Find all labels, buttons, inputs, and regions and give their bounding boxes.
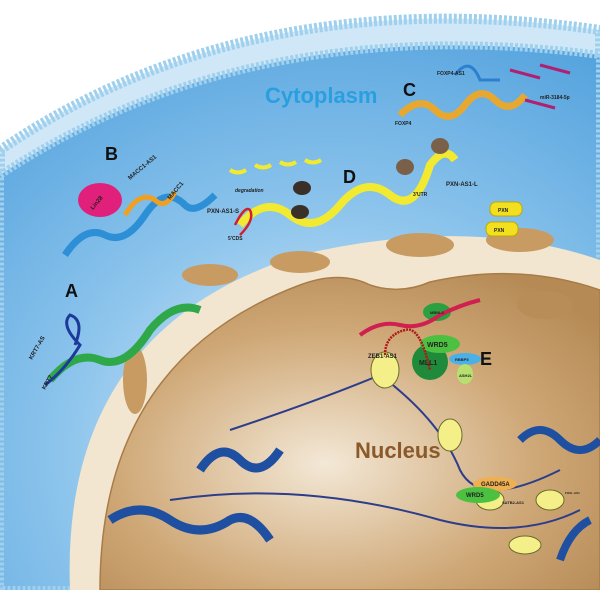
dna-helix	[107, 447, 284, 543]
wrd5-label: WRD5	[427, 342, 448, 349]
dna-helix-right	[517, 426, 600, 562]
panel-e-label: E	[480, 349, 492, 369]
foxp4-mrna	[397, 90, 528, 120]
nuclear-rna	[358, 298, 481, 337]
pxn-mrna	[236, 149, 459, 228]
foxp4-as1-label: FOXP4-AS1	[437, 71, 465, 77]
cds-label: 5'CDS	[228, 236, 243, 242]
rbbp5-label: RBBP5	[455, 357, 469, 362]
krt7-as-lncrna	[44, 313, 82, 387]
mirna	[509, 63, 571, 110]
wrd5-protein-b	[456, 487, 500, 503]
wrd5-b-label: WRD5	[466, 493, 484, 499]
pxn-label-2: PXN	[494, 228, 505, 234]
pxn-as1-s	[233, 207, 253, 236]
nucleosomes	[370, 351, 565, 555]
utr-label: 3'UTR	[413, 192, 428, 198]
nucleus-label: Nucleus	[355, 438, 441, 463]
zeb1-as1	[383, 328, 432, 371]
panel-c-label: C	[403, 80, 416, 100]
ash2l-label: ASH2L	[459, 373, 473, 378]
pxn-as1-l-label: PXN-AS1-L	[446, 182, 478, 188]
mbnl-protein	[423, 303, 451, 321]
macc1-mrna	[62, 192, 218, 257]
mll1-protein	[412, 344, 448, 380]
pxn-proteins	[485, 201, 523, 237]
degraded-fragments	[228, 158, 323, 175]
pxn-as1-s-label: PXN-AS1-S	[207, 209, 239, 215]
mir-label: miR-3184-5p	[540, 95, 570, 101]
pxn-label-1: PXN	[498, 208, 509, 214]
panel-b-label: B	[105, 144, 118, 164]
degradation-label: degradation	[235, 188, 264, 194]
foxl-as1-label: FOXL-AS1	[565, 491, 580, 495]
rbbp5-protein	[449, 353, 481, 365]
foxp4-label: FOXP4	[395, 121, 412, 127]
foxp4-as1	[453, 64, 500, 82]
ribosomes	[291, 138, 449, 219]
zeb1-as1-label: ZEB1-AS1	[368, 354, 398, 360]
mbnl-label: MBNL3	[430, 310, 445, 315]
macc1-as1-lncrna	[122, 190, 178, 217]
panel-a-label: A	[65, 281, 78, 301]
cytoplasm-label: Cytoplasm	[265, 83, 377, 108]
mll1-label: MLL1	[419, 360, 437, 367]
ash2l-protein	[457, 364, 473, 384]
wrd5-protein	[420, 335, 460, 353]
gadd45a-label: GADD45A	[481, 482, 510, 488]
satb2-as1-label: SATB2-AS1	[502, 500, 525, 505]
panel-d-label: D	[343, 167, 356, 187]
krt7-mrna	[46, 303, 202, 383]
nucleus	[99, 272, 600, 590]
lin28-protein	[78, 183, 122, 217]
nuclear-pores	[123, 228, 573, 414]
